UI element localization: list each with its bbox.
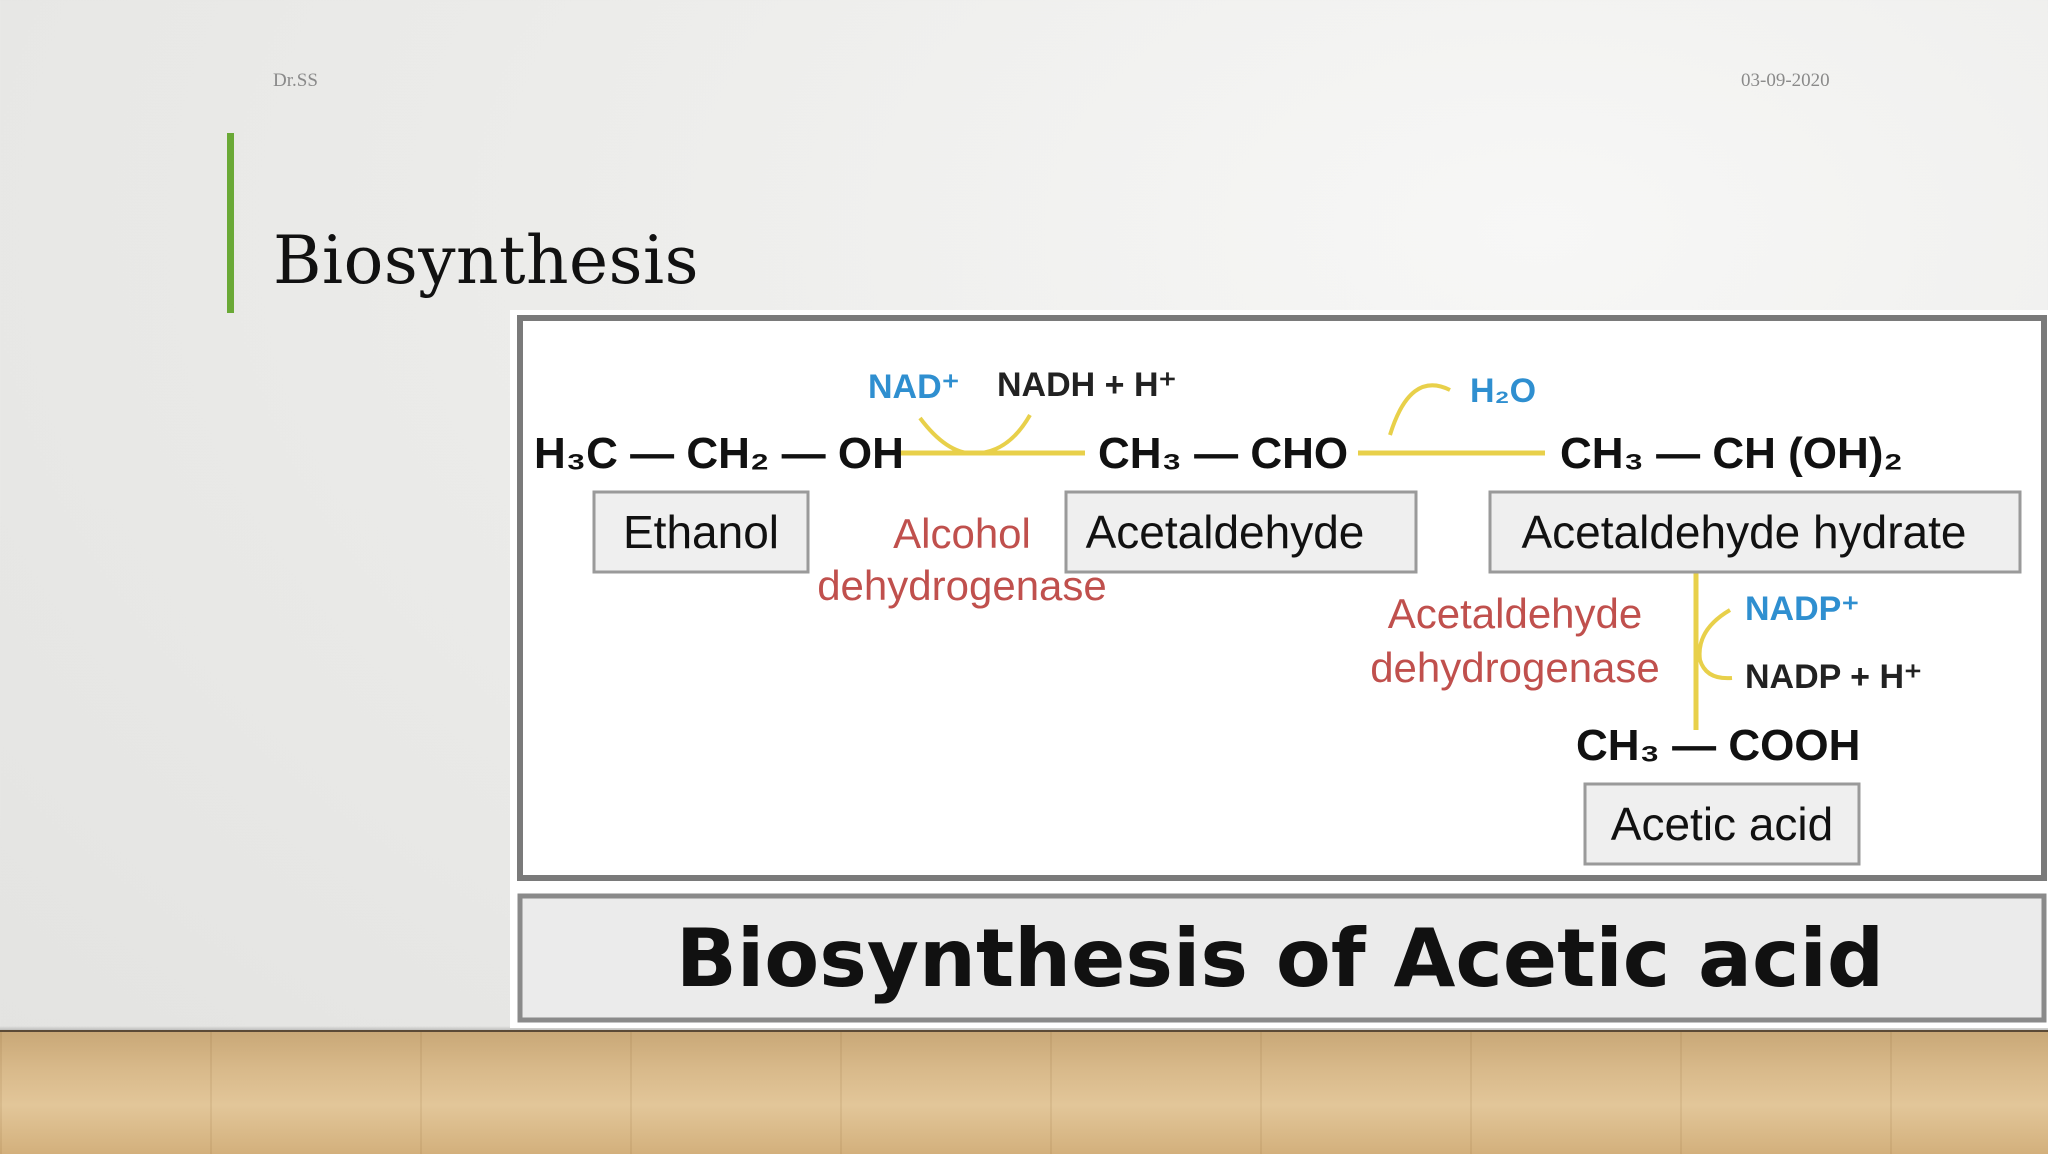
acetic-acid-label: Acetic acid [1611,798,1833,850]
floor-shadow [0,1026,2048,1032]
enzyme2-line1: Acetaldehyde [1388,590,1643,637]
nadph-label: NADP + H⁺ [1745,658,1922,696]
diagram-caption: Biosynthesis of Acetic acid [676,912,1884,1005]
acetaldehyde-hydrate-box [1488,490,2022,574]
caption-panel [517,893,2047,1023]
acetaldehyde-hydrate-label: Acetaldehyde hydrate [1522,506,1967,558]
nad-label: NAD⁺ [868,368,960,406]
nadp-curl-arrow [1697,608,1733,681]
acetaldehyde-box [1064,490,1418,574]
nad-curl-arrow [918,414,1032,456]
ethanol-label: Ethanol [623,506,779,558]
nadp-label: NADP⁺ [1745,590,1859,628]
wooden-floor-background [0,1030,2048,1154]
slide-title: Biosynthesis [273,222,699,299]
slide-author: Dr.SS [273,70,318,91]
ethanol-formula: H₃C — CH₂ — OH [534,429,904,478]
enzyme1-line1: Alcohol [893,510,1031,557]
enzyme1-line2: dehydrogenase [817,562,1107,609]
water-label: H₂O [1470,372,1536,410]
reaction-diagram-image: H₃C — CH₂ — OH CH₃ — CHO CH₃ — CH (OH)₂ … [510,310,2048,1028]
ethanol-box [592,490,810,574]
acetic-acid-formula: CH₃ — COOH [1576,721,1860,770]
title-accent-bar [227,133,234,313]
slide-date: 03-09-2020 [1741,70,1830,91]
acetaldehyde-hydrate-formula: CH₃ — CH (OH)₂ [1560,429,1903,478]
acetic-acid-box [1583,782,1861,866]
water-curl-arrow [1388,383,1451,436]
nadh-label: NADH + H⁺ [997,366,1176,404]
acetaldehyde-label: Acetaldehyde [1086,506,1365,558]
enzyme2-line2: dehydrogenase [1370,644,1660,691]
acetaldehyde-formula: CH₃ — CHO [1098,429,1348,478]
